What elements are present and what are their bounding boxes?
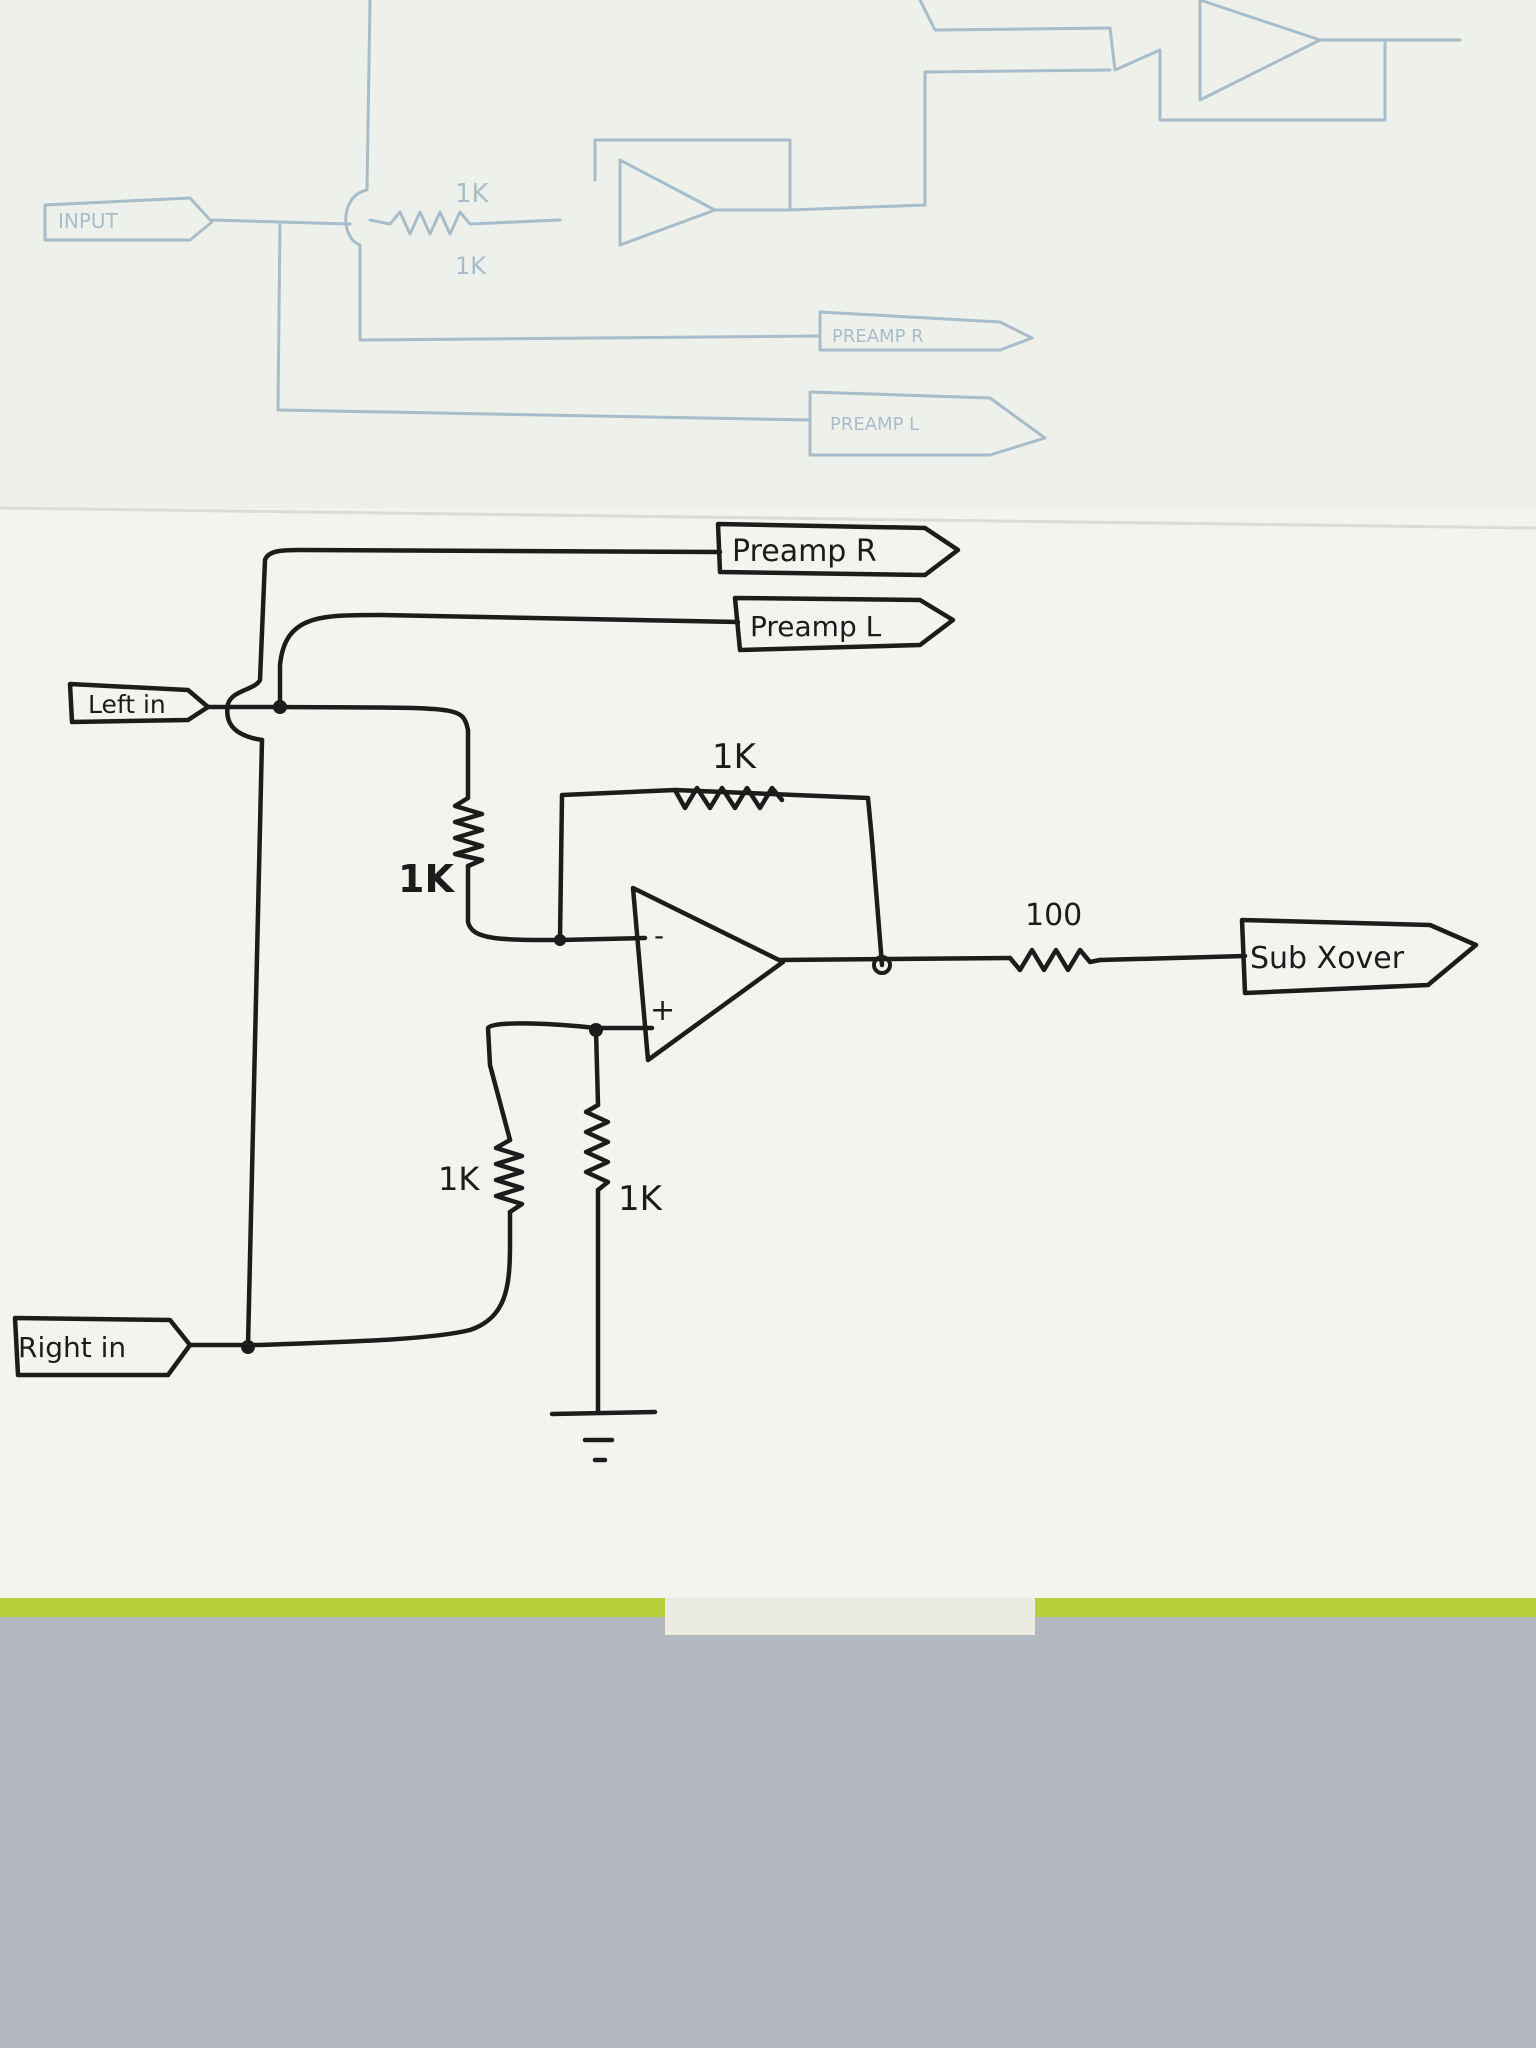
- junction-right-in: [241, 1340, 255, 1354]
- ghost-preamp-l-label: PREAMP L: [830, 414, 919, 435]
- port-sub-xover-label: Sub Xover: [1250, 941, 1405, 976]
- port-preamp-l-label: Preamp L: [750, 610, 882, 643]
- junction-noninverting: [589, 1023, 603, 1037]
- ghost-resistor-1-label: 1K: [455, 179, 490, 209]
- junction-inverting: [554, 934, 566, 946]
- opamp-inverting-sign: -: [654, 919, 664, 952]
- wiring: [187, 547, 1248, 1463]
- resistor-feedback: [672, 785, 785, 811]
- label-r-ground: 1K: [618, 1179, 664, 1219]
- ghost-sketch: INPUT 1K 1K PREAMP R PREAMP L: [43, 0, 1462, 457]
- label-r-output: 100: [1025, 898, 1082, 933]
- label-r-feedback: 1K: [712, 737, 758, 777]
- port-preamp-r-label: Preamp R: [732, 534, 877, 569]
- resistor-output: [1007, 947, 1103, 973]
- port-left-in-label: Left in: [88, 690, 166, 719]
- ghost-input-label: INPUT: [58, 209, 119, 233]
- label-r-right-in: 1K: [438, 1160, 480, 1198]
- ghost-preamp-r-label: PREAMP R: [832, 326, 924, 347]
- junction-output: [872, 955, 892, 975]
- label-r-left-in: 1K: [398, 857, 455, 901]
- port-preamp-l: Preamp L: [732, 595, 956, 653]
- opamp-noninverting-sign: +: [650, 993, 675, 1028]
- page-fold: [0, 506, 1536, 530]
- opamp-triangle: [630, 885, 786, 1063]
- ghost-resistor-2-label: 1K: [455, 252, 487, 280]
- port-preamp-r: Preamp R: [715, 521, 961, 578]
- port-sub-xover: Sub Xover: [1239, 917, 1479, 996]
- resistor-ground: [583, 1102, 611, 1193]
- junction-left-in: [273, 700, 287, 714]
- back-page-shade: [0, 0, 1536, 508]
- junction-dots: [241, 700, 892, 1354]
- resistor-right-in: [493, 1137, 525, 1215]
- resistor-left-in: [452, 795, 485, 869]
- port-right-in-label: Right in: [18, 1331, 126, 1364]
- port-left-in: Left in: [67, 681, 211, 725]
- port-right-in: Right in: [12, 1315, 193, 1378]
